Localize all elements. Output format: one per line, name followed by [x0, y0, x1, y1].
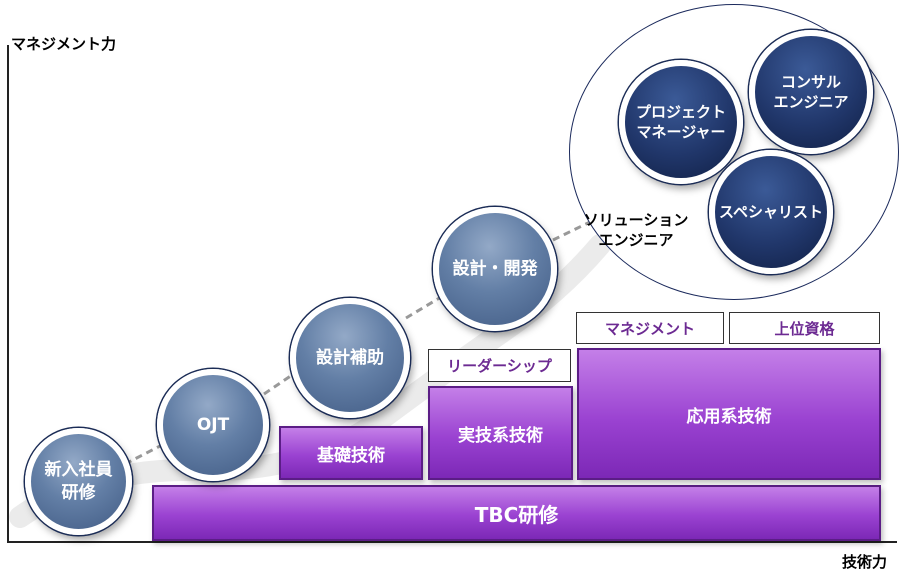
dash-connector-2	[263, 373, 293, 396]
role-specialist: スペシャリスト	[709, 150, 833, 274]
step-design-assistance: 設計補助	[290, 298, 410, 418]
management-box: マネジメント	[576, 312, 724, 344]
dash-connector-4	[552, 220, 591, 242]
practical-tech-box: 実技系技術	[428, 386, 573, 480]
dash-connector-1	[124, 443, 163, 466]
tbc-training-box: TBC研修	[152, 485, 881, 541]
y-axis-line	[7, 45, 9, 543]
role-project-manager: プロジェクト マネージャー	[619, 60, 743, 184]
solution-engineer-label: ソリューション エンジニア	[583, 211, 689, 250]
y-axis-label: マネジメント力	[11, 35, 117, 53]
dash-connector-3	[405, 295, 442, 320]
step-ojt: OJT	[157, 369, 269, 481]
leadership-box: リーダーシップ	[428, 349, 571, 382]
higher-qualification-box: 上位資格	[729, 312, 880, 344]
step-new-employee-training: 新入社員 研修	[25, 428, 132, 535]
step-design-development: 設計・開発	[433, 207, 557, 331]
x-axis-line	[7, 541, 897, 543]
role-consulting-engineer: コンサル エンジニア	[749, 30, 873, 154]
applied-tech-box: 応用系技術	[577, 348, 881, 480]
basic-tech-box: 基礎技術	[279, 426, 423, 480]
x-axis-label: 技術力	[842, 553, 888, 571]
